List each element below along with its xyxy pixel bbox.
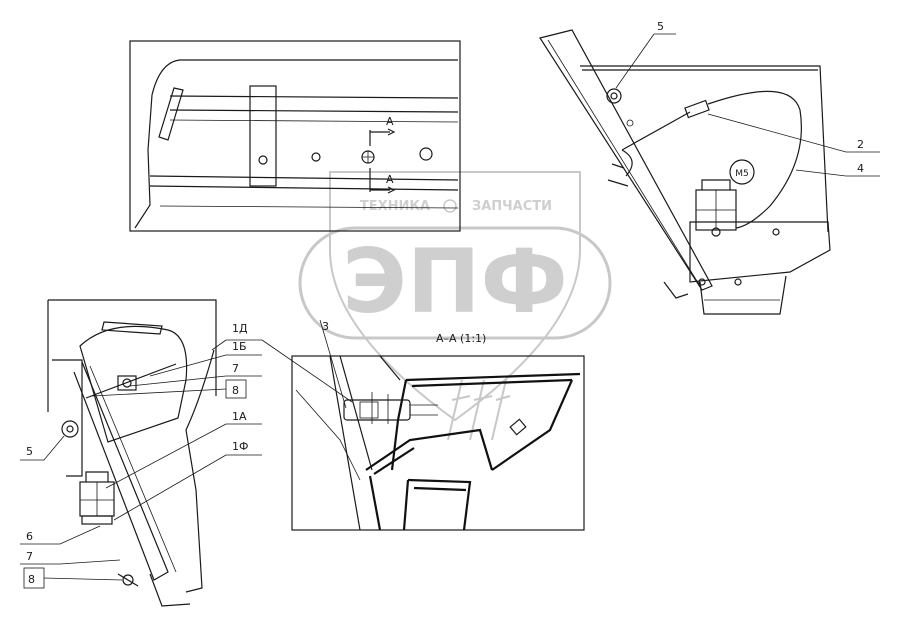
callout-7-right: 7 [232, 362, 239, 375]
callout-3: 3 [322, 320, 329, 333]
right-side-view: М5 5 2 4 [539, 20, 880, 315]
callout-1a: 1А [232, 410, 247, 423]
callout-1f: 1Ф [232, 440, 248, 453]
callout-5-left: 5 [26, 445, 33, 458]
left-side-view: 5 6 7 8 1Д 1Б 7 8 1А 1Ф [20, 299, 262, 607]
callout-8-left: 8 [28, 573, 35, 586]
gear-icon [443, 199, 457, 213]
watermark: ЭПФ ТЕХНИКА ЗАПЧАСТИ [298, 171, 612, 441]
section-detail-view: А–А (1:1) 3 [261, 319, 585, 531]
callout-5-right: 5 [657, 20, 664, 33]
watermark-brand: ЭПФ [342, 230, 568, 333]
callout-2-right: 2 [857, 138, 864, 151]
part-badge: М5 [735, 169, 749, 179]
callout-7-left: 7 [26, 550, 33, 563]
section-marker-top: А [386, 115, 394, 128]
callout-1d: 1Д [232, 322, 248, 335]
section-title: А–А (1:1) [436, 332, 486, 345]
callout-4-right: 4 [857, 162, 864, 175]
watermark-text-left: ТЕХНИКА [360, 199, 430, 214]
callout-6-left: 6 [26, 530, 33, 543]
callout-1b: 1Б [232, 340, 247, 353]
section-marker-bottom: А [386, 173, 394, 186]
callout-8-right: 8 [232, 384, 239, 397]
watermark-text-right: ЗАПЧАСТИ [472, 199, 552, 214]
plan-view: А А [129, 40, 461, 232]
